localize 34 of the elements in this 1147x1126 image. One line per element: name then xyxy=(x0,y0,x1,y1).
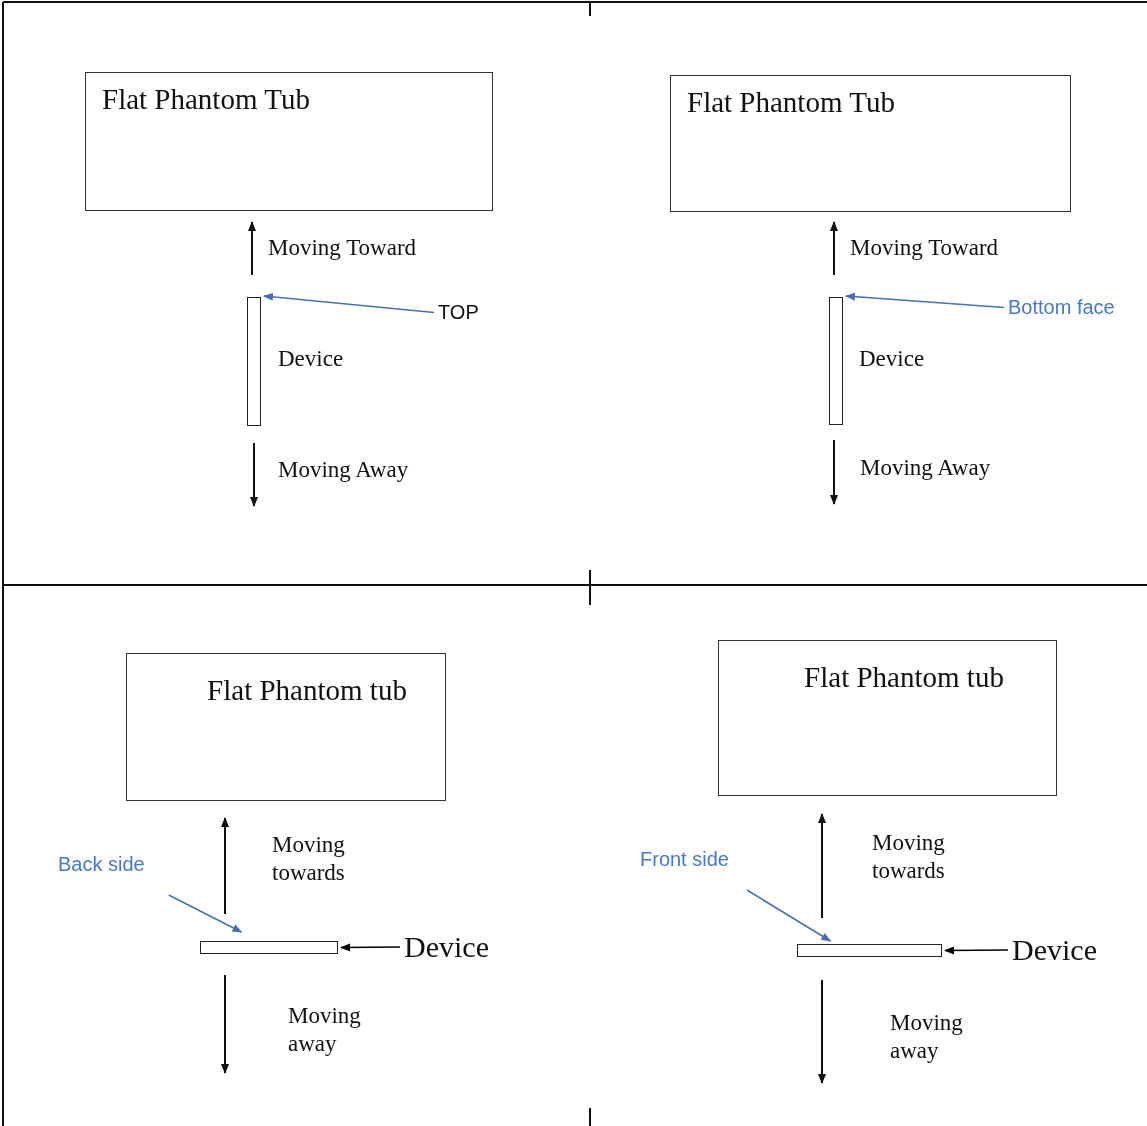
device-bar xyxy=(247,297,261,426)
device-label: Device xyxy=(404,930,489,964)
motion-label: Moving away xyxy=(288,1002,362,1058)
callout-label: Bottom face xyxy=(1008,296,1115,319)
motion-label: Moving away xyxy=(890,1009,964,1065)
tub-box xyxy=(85,72,493,211)
motion-label: Moving towards xyxy=(272,831,346,887)
motion-label: Moving Away xyxy=(278,456,410,484)
tub-box xyxy=(670,75,1071,212)
callout-label: TOP xyxy=(438,301,479,324)
device-label: Device xyxy=(1012,933,1097,967)
tub-box xyxy=(718,640,1057,796)
device-bar xyxy=(200,941,338,954)
motion-label: Moving Toward xyxy=(268,234,418,262)
arrow xyxy=(340,943,401,952)
leader-line xyxy=(845,292,1005,309)
tub-label: Flat Phantom Tub xyxy=(687,85,896,120)
motion-label: Moving towards xyxy=(872,829,946,885)
motion-label: Moving Toward xyxy=(850,234,1000,262)
leader-line xyxy=(263,292,435,314)
tub-label: Flat Phantom Tub xyxy=(102,82,311,117)
device-label: Device xyxy=(278,345,344,373)
tub-label: Flat Phantom tub xyxy=(803,660,1005,695)
tub-box xyxy=(126,653,446,801)
callout-label: Front side xyxy=(640,848,729,871)
leader-line xyxy=(167,894,243,933)
callout-label: Back side xyxy=(58,853,145,876)
arrow xyxy=(944,946,1009,955)
device-bar xyxy=(797,944,942,957)
tub-label: Flat Phantom tub xyxy=(206,673,408,708)
leader-line xyxy=(746,889,832,942)
device-label: Device xyxy=(859,345,925,373)
device-bar xyxy=(829,297,843,425)
motion-label: Moving Away xyxy=(860,454,992,482)
